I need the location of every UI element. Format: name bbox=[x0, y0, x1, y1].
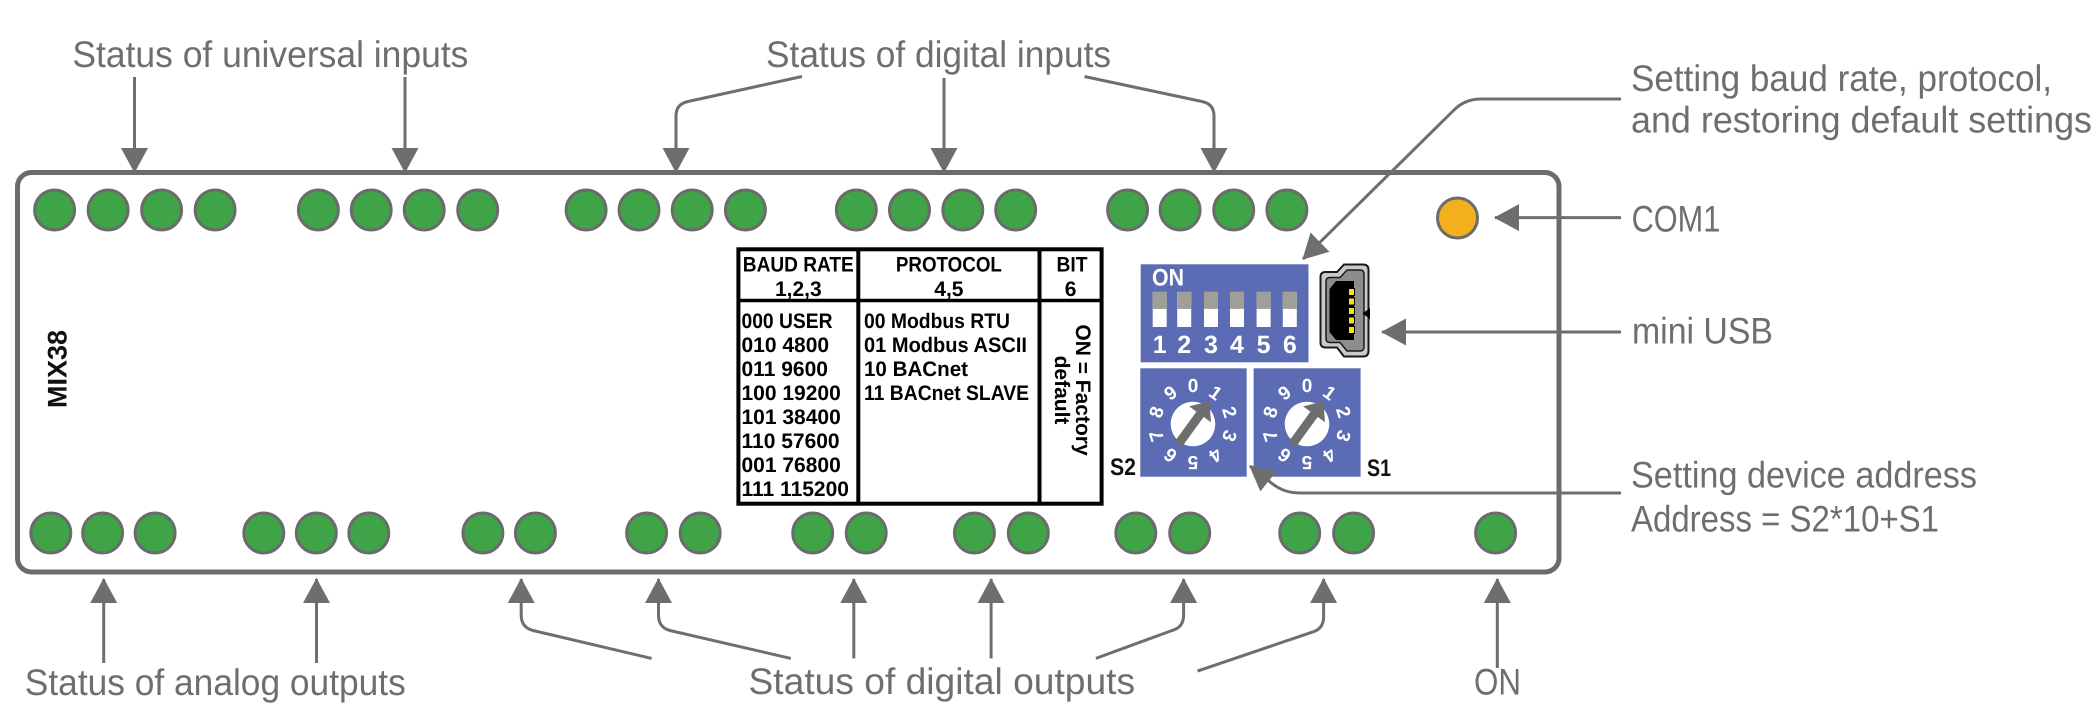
svg-text:ON: ON bbox=[1152, 265, 1184, 292]
svg-text:mini USB: mini USB bbox=[1632, 311, 1773, 352]
svg-text:PROTOCOL: PROTOCOL bbox=[896, 254, 1002, 277]
svg-text:Status of digital inputs: Status of digital inputs bbox=[766, 34, 1111, 75]
svg-text:ON: ON bbox=[1474, 661, 1521, 702]
svg-text:ON = Factory: ON = Factory bbox=[1071, 324, 1094, 456]
svg-text:1: 1 bbox=[1153, 331, 1167, 359]
svg-text:default: default bbox=[1050, 356, 1073, 425]
svg-text:11 BACnet SLAVE: 11 BACnet SLAVE bbox=[864, 382, 1029, 405]
svg-text:MIX38: MIX38 bbox=[43, 330, 73, 408]
svg-text:Status of digital outputs: Status of digital outputs bbox=[749, 661, 1136, 702]
svg-text:Setting device address: Setting device address bbox=[1631, 455, 1977, 496]
svg-text:111 115200: 111 115200 bbox=[742, 478, 849, 501]
svg-text:S1: S1 bbox=[1367, 455, 1391, 482]
svg-text:011 9600: 011 9600 bbox=[742, 358, 828, 381]
svg-text:000 USER: 000 USER bbox=[742, 310, 833, 333]
svg-text:4,5: 4,5 bbox=[934, 278, 964, 301]
svg-text:3: 3 bbox=[1204, 331, 1218, 359]
svg-text:1,2,3: 1,2,3 bbox=[775, 278, 822, 301]
svg-text:001 76800: 001 76800 bbox=[742, 454, 841, 477]
svg-text:01 Modbus ASCII: 01 Modbus ASCII bbox=[864, 334, 1027, 357]
svg-text:110 57600: 110 57600 bbox=[742, 430, 840, 453]
svg-text:0: 0 bbox=[1188, 376, 1199, 397]
svg-text:4: 4 bbox=[1230, 331, 1244, 359]
svg-text:6: 6 bbox=[1283, 331, 1297, 359]
svg-text:BIT: BIT bbox=[1057, 254, 1088, 277]
svg-text:Setting baud rate, protocol,: Setting baud rate, protocol, bbox=[1631, 58, 2052, 99]
svg-text:BAUD RATE: BAUD RATE bbox=[743, 254, 854, 277]
svg-text:and restoring default settings: and restoring default settings bbox=[1631, 100, 2092, 141]
svg-text:COM1: COM1 bbox=[1632, 198, 1721, 239]
svg-text:S2: S2 bbox=[1110, 454, 1136, 481]
svg-text:100 19200: 100 19200 bbox=[742, 382, 841, 405]
svg-text:Status of analog outputs: Status of analog outputs bbox=[25, 662, 406, 703]
svg-text:5: 5 bbox=[1257, 331, 1271, 359]
svg-text:10 BACnet: 10 BACnet bbox=[864, 358, 968, 381]
svg-text:5: 5 bbox=[1301, 451, 1312, 472]
svg-text:6: 6 bbox=[1065, 278, 1077, 301]
svg-text:Address = S2*10+S1: Address = S2*10+S1 bbox=[1631, 498, 1939, 539]
svg-text:Status of universal inputs: Status of universal inputs bbox=[72, 34, 468, 75]
svg-text:101 38400: 101 38400 bbox=[742, 406, 841, 429]
svg-text:0: 0 bbox=[1302, 376, 1313, 397]
svg-text:00 Modbus RTU: 00 Modbus RTU bbox=[864, 310, 1010, 333]
svg-text:010 4800: 010 4800 bbox=[742, 334, 830, 357]
svg-text:2: 2 bbox=[1177, 331, 1191, 359]
svg-text:5: 5 bbox=[1187, 451, 1198, 472]
